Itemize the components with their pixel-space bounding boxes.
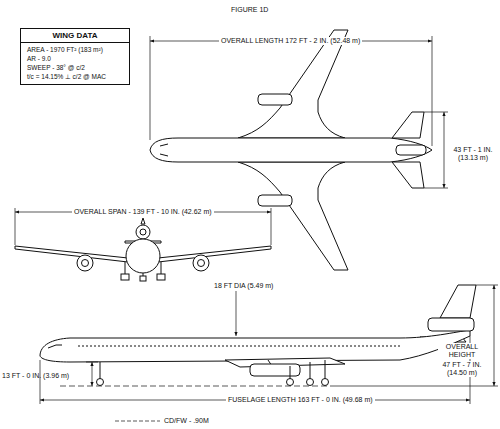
dimension-label: 18 FT DIA (5.49 m) [214, 282, 273, 290]
dimension-label: OVERALL LENGTH 172 FT - 2 IN. (52.48 m) [219, 37, 362, 45]
table-row: AREA - 1970 FT² (183 m²) [21, 45, 125, 54]
table-row: AR - 9.0 [21, 54, 125, 63]
table-row: SWEEP - 38° @ c/2 [21, 63, 125, 72]
figure-number: FIGURE 1D [231, 6, 268, 14]
dimension-label: OVERALL HEIGHT [438, 343, 486, 359]
dimension-label: 13 FT - 0 IN. (3.96 m) [2, 372, 69, 380]
dimension-label: OVERALL SPAN - 139 FT - 10 IN. (42.62 m) [72, 208, 214, 216]
dimension-label: FUSELAGE LENGTH 163 FT - 0 IN. (49.68 m) [226, 396, 375, 404]
dimension-label: 47 FT - 7 IN. (14.50 m) [436, 361, 488, 377]
note-text: CD/FW - .90M [164, 417, 209, 425]
data-table-box: WING DATA AREA - 1970 FT² (183 m²)AR - 9.… [20, 28, 130, 85]
table-row: t/c = 14.15% ⊥ c/2 @ MAC [21, 72, 125, 81]
table-heading: WING DATA [21, 29, 129, 43]
dimension-label: 43 FT - 1 IN. (13.13 m) [450, 146, 496, 162]
